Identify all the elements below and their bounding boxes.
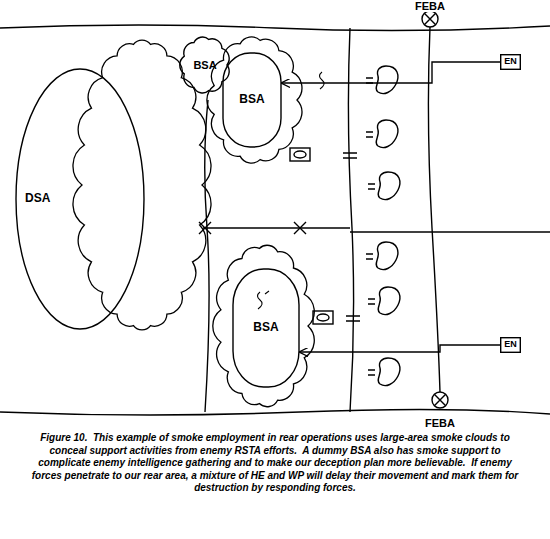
node-shape: [223, 53, 281, 147]
unit-outline: [376, 120, 398, 148]
boundary-ticks: [343, 153, 357, 158]
enemy-attack-arrow: [300, 345, 500, 352]
top-boundary: [0, 25, 550, 31]
node-shape: [16, 69, 144, 329]
feba-x: [434, 394, 445, 405]
unit-position: [366, 66, 398, 94]
figure-caption: Figure 10. This example of smoke employm…: [28, 432, 522, 495]
unit-icon-mark: [317, 314, 329, 321]
unit-outline: [378, 287, 400, 315]
feba-x: [424, 13, 435, 24]
node-shape: [180, 37, 229, 93]
area-node: BSA: [232, 268, 300, 388]
unit-icon: [290, 148, 310, 161]
unit-outline: [376, 66, 398, 94]
unit-ticks: [366, 78, 373, 83]
unit-position: [368, 358, 400, 386]
node-text: EN: [504, 57, 517, 67]
smoke-cloud: [207, 37, 302, 163]
enemy-box: EN: [500, 54, 521, 70]
feba-symbol: [432, 392, 448, 408]
unit-outline: [376, 242, 398, 270]
enemy-attack-arrow: [282, 62, 500, 83]
boundary-x-mark: [294, 222, 306, 234]
unit-ticks: [368, 299, 375, 304]
unit-outline: [378, 172, 400, 200]
unit-position: [366, 242, 398, 270]
unit-outline: [378, 358, 400, 386]
node-text: DSA: [25, 192, 50, 205]
feba-label: FEBA: [414, 0, 446, 12]
unit-boundary: [203, 227, 350, 228]
unit-boundary: [350, 231, 550, 232]
smoke-squiggle: [258, 291, 270, 309]
node-text: BSA: [253, 321, 278, 334]
bottom-boundary: [0, 409, 550, 415]
feba-label: FEBA: [424, 417, 456, 429]
node-shape: [233, 269, 299, 387]
unit-position: [368, 172, 400, 200]
node-shape: [501, 55, 521, 70]
node-text: EN: [504, 340, 517, 350]
brigade-boundary: [348, 28, 353, 412]
smoke-cloud: [213, 245, 314, 406]
area-node: BSA: [222, 52, 282, 148]
node-shape: [501, 338, 521, 353]
enemy-box: EN: [500, 337, 521, 353]
boundary-ticks: [346, 316, 360, 321]
feba-line: [428, 27, 440, 392]
unit-ticks: [366, 132, 373, 137]
unit-icon-mark: [294, 151, 306, 158]
node-text: BSA: [193, 59, 216, 71]
feba-symbol: [422, 11, 438, 27]
area-node: DSA: [15, 68, 145, 330]
unit-position: [366, 120, 398, 148]
unit-icon: [313, 311, 333, 324]
area-node: BSA: [176, 32, 234, 98]
smoke-cloud: [73, 40, 211, 330]
unit-ticks: [368, 184, 375, 189]
unit-ticks: [368, 370, 375, 375]
smoke-squiggle: [320, 72, 325, 89]
node-text: BSA: [239, 93, 264, 106]
unit-position: [368, 287, 400, 315]
rear-boundary: [205, 100, 209, 412]
unit-ticks: [366, 254, 373, 259]
